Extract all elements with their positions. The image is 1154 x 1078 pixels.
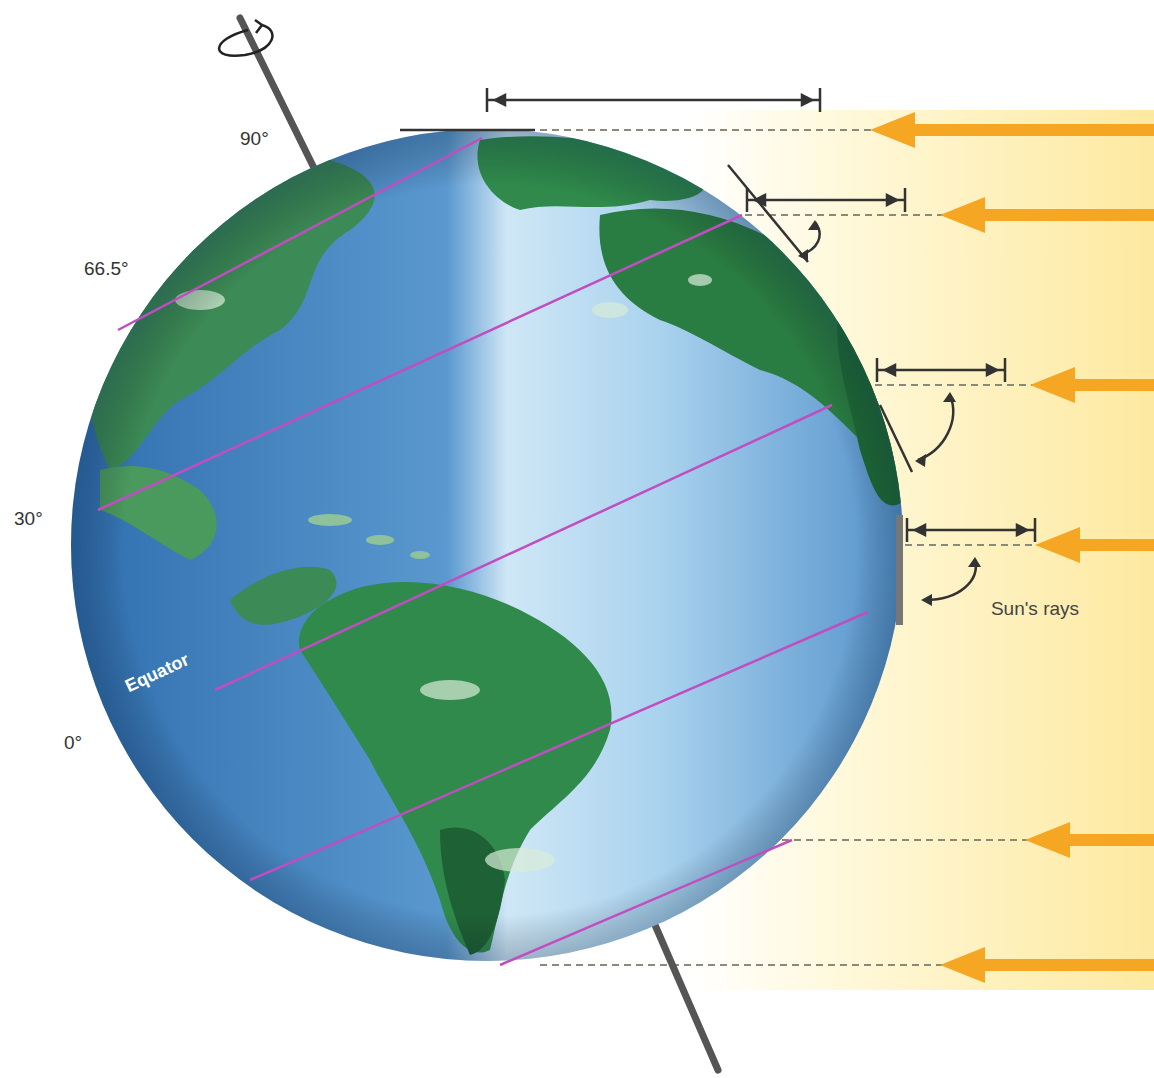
sun-rays-label: Sun's rays (990, 598, 1080, 620)
globe (60, 120, 920, 980)
angle-arcs (800, 222, 976, 600)
dimension-bars (487, 88, 1035, 542)
latitude-label: 66.5° (84, 258, 129, 280)
surface-tangents (400, 130, 912, 472)
sun-ray-arrows (870, 112, 1154, 983)
angle-arrowheads (798, 220, 981, 606)
latitude-lines (98, 138, 868, 965)
latitude-label: 0° (64, 732, 82, 754)
latitude-label: 90° (240, 128, 269, 150)
rotation-arrow (219, 20, 272, 56)
surface-tangent (896, 515, 903, 625)
latitude-label: 30° (14, 508, 43, 530)
